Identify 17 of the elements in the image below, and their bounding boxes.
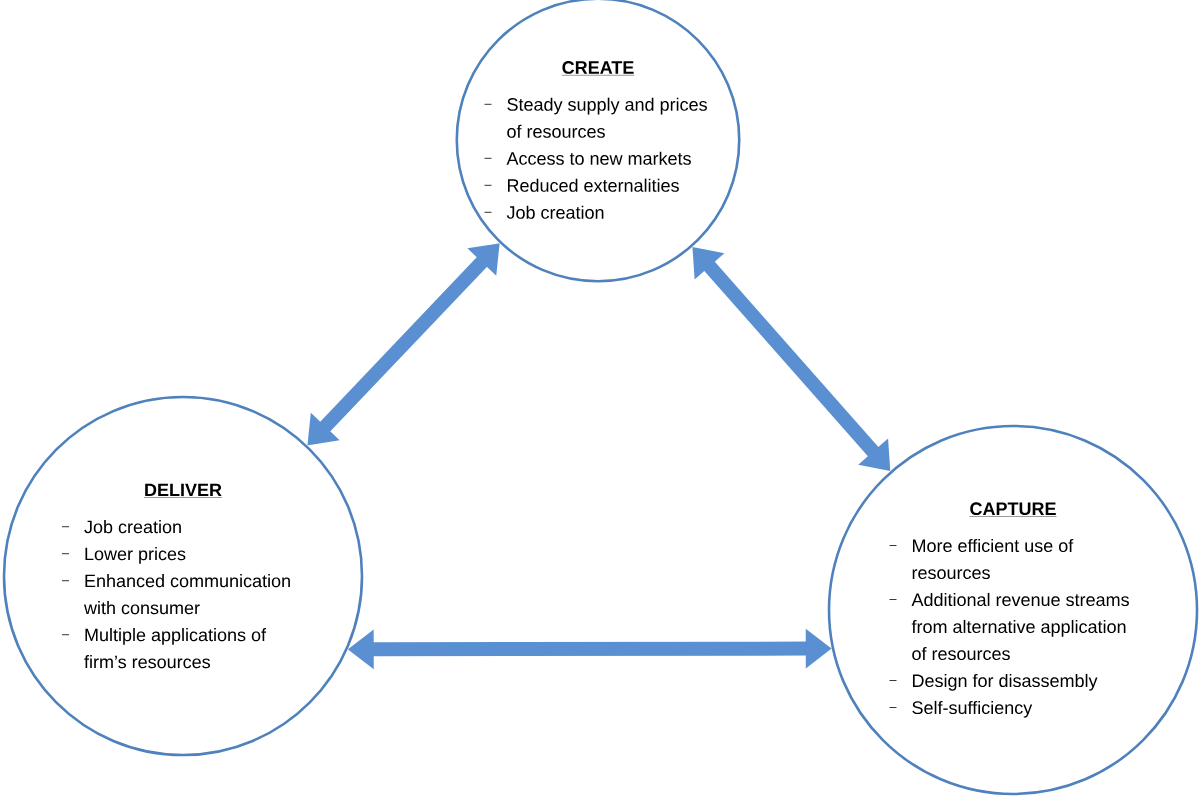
bullet-item: Reduced externalities xyxy=(508,178,679,192)
bullet-item: Additional revenue streams from alternative application of resources xyxy=(911,592,1129,661)
bullet-item: Enhanced communication with consumer xyxy=(83,574,290,615)
heading: CREATE xyxy=(561,61,635,76)
bullet-item: Multiple applications of firm’s resources xyxy=(84,628,267,669)
bullet-item: Job creation xyxy=(84,520,181,534)
circle-node xyxy=(2,395,364,757)
bullet-item: Lower prices xyxy=(85,547,186,564)
bullet-item: More efficient use of resources xyxy=(912,538,1074,580)
bullet-item: Job creation xyxy=(506,205,604,219)
bullet-item: Design for disassembly xyxy=(913,673,1098,691)
bullet-item: Self-sufficiency xyxy=(912,700,1033,718)
heading: DELIVER xyxy=(143,483,223,498)
bullet-item: Steady supply and prices of resources xyxy=(507,97,707,138)
bullet-item: Access to new markets xyxy=(506,151,691,165)
circle-node xyxy=(827,424,1199,796)
heading: CAPTURE xyxy=(969,502,1057,517)
